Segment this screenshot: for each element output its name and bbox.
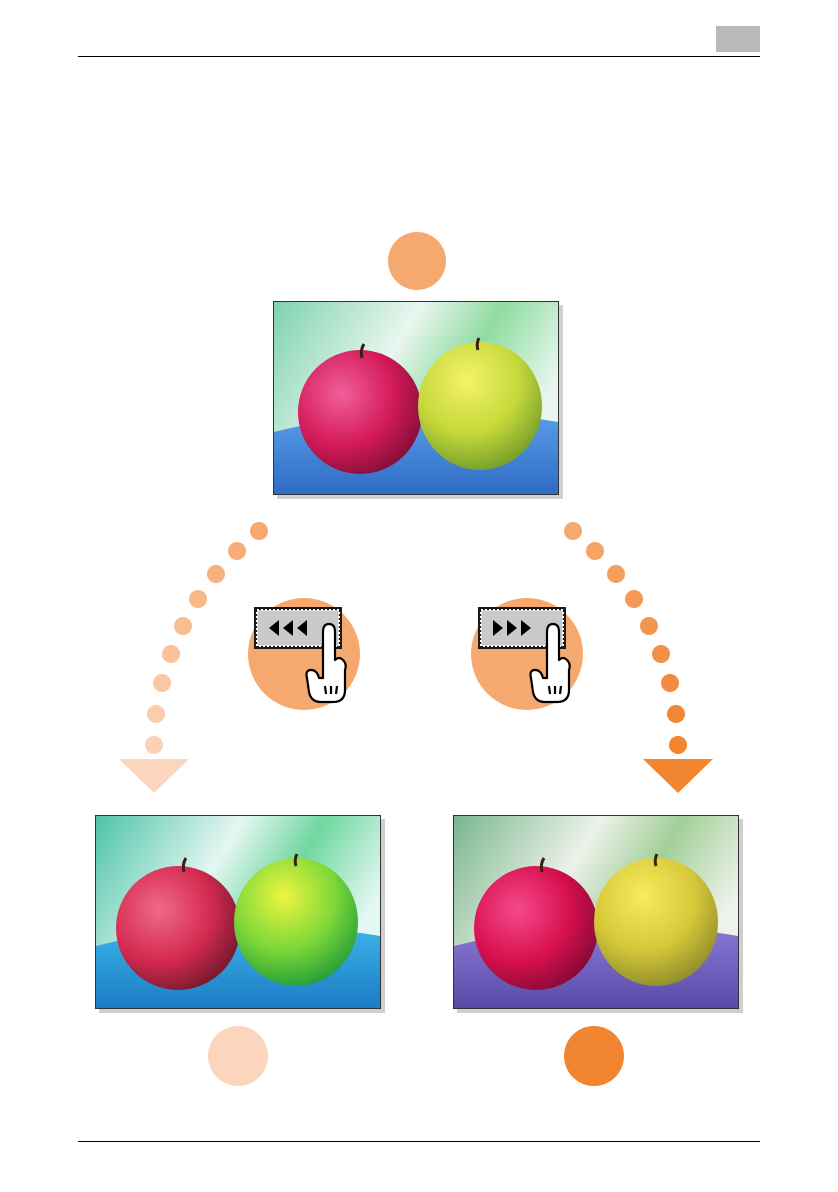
decrease-arc-dot (207, 565, 225, 583)
decreased-photo (95, 815, 381, 1009)
increase-button[interactable] (477, 606, 573, 706)
decrease-arc-dot (228, 542, 246, 560)
decrease-arc-dot (174, 617, 192, 635)
decrease-arc-dot (153, 674, 171, 692)
increase-arc-dot (586, 542, 604, 560)
decrease-arc-dot (145, 736, 163, 754)
increase-arc-dot (640, 617, 658, 635)
decrease-arrow (119, 759, 189, 793)
increased-photo (453, 815, 739, 1009)
standard-level-marker (388, 232, 446, 290)
decrease-level-marker (208, 1026, 268, 1086)
increase-arc-dot (669, 736, 687, 754)
increase-arc-dot (652, 645, 670, 663)
increase-arc-dot (667, 705, 685, 723)
increase-arrow (643, 759, 713, 793)
decrease-arc-dot (250, 522, 268, 540)
decrease-arc-dot (189, 590, 207, 608)
increase-arc-dot (607, 565, 625, 583)
footer-rule (78, 1141, 760, 1142)
increase-arc-dot (564, 522, 582, 540)
original-photo (273, 301, 559, 495)
increase-arc-dot (661, 674, 679, 692)
page-number-tab (716, 26, 760, 52)
increase-level-marker (564, 1026, 624, 1086)
decrease-arc-dot (162, 645, 180, 663)
header-rule (78, 56, 760, 57)
decrease-button[interactable] (253, 606, 349, 706)
increase-arc-dot (625, 590, 643, 608)
decrease-arc-dot (147, 705, 165, 723)
